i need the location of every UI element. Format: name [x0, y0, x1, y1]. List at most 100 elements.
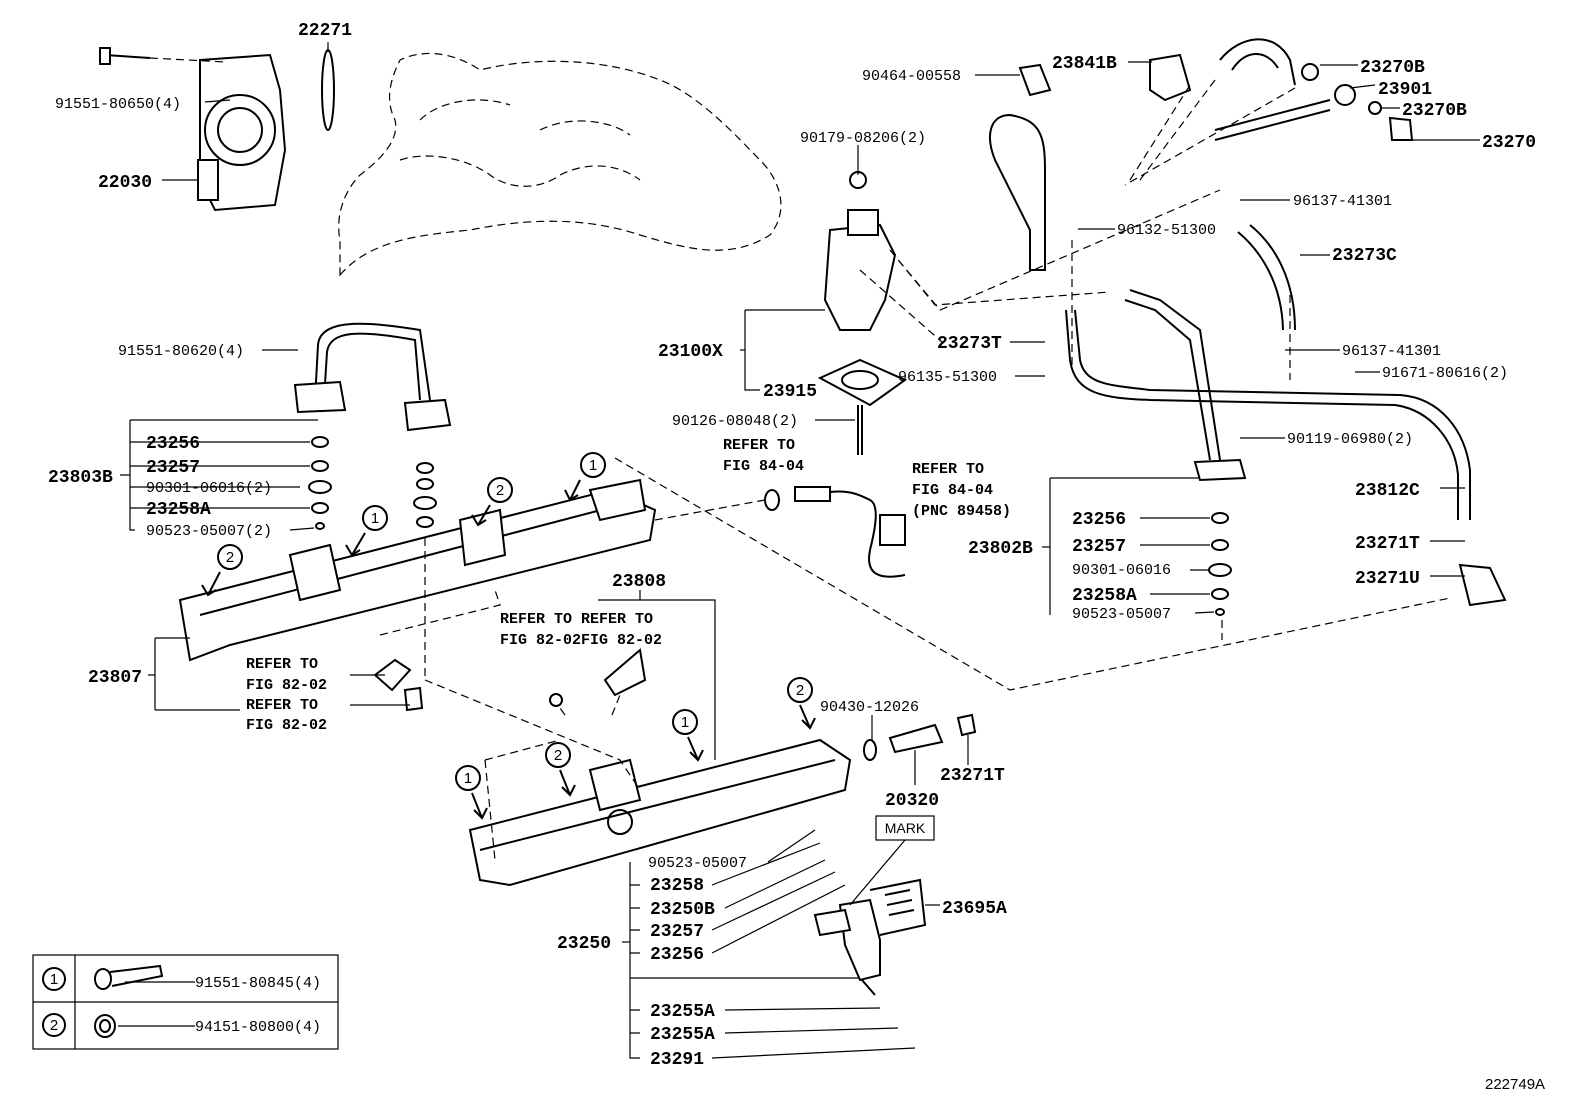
- label-23270b-bottom[interactable]: 23270B: [1402, 101, 1467, 121]
- label-23808[interactable]: 23808: [612, 572, 666, 592]
- label-23901[interactable]: 23901: [1378, 80, 1432, 100]
- ref-fig-84-04-a-line2[interactable]: FIG 84-04: [723, 458, 804, 475]
- ref-fig-82-02-top-line1[interactable]: REFER TO REFER TO: [500, 611, 653, 628]
- fuel-delivery-pipe-left[interactable]: [178, 478, 657, 662]
- label-23803b[interactable]: 23803B: [48, 468, 113, 488]
- ref-fig-84-04-b-line1[interactable]: REFER TO: [912, 461, 984, 478]
- svg-text:1: 1: [589, 457, 597, 474]
- ref-fig-84-04-b-line2[interactable]: FIG 84-04: [912, 482, 993, 499]
- fuel-hose-top[interactable]: [1219, 38, 1296, 86]
- label-90301-06016-left[interactable]: 90301-06016(2): [146, 480, 272, 497]
- label-90523-05007-right[interactable]: 90523-05007: [1072, 606, 1171, 623]
- label-23257-bottom[interactable]: 23257: [650, 922, 704, 942]
- legend-row-1-part[interactable]: 91551-80845(4): [195, 975, 321, 992]
- label-23250b[interactable]: 23250B: [650, 900, 715, 920]
- mark-label: MARK: [885, 820, 926, 836]
- ref-fig-84-04-b-line3[interactable]: (PNC 89458): [912, 503, 1011, 520]
- fuel-pipe-23812c[interactable]: [1065, 289, 1471, 520]
- fuel-sensor-fig-84-04[interactable]: [764, 486, 906, 578]
- label-96135-51300[interactable]: 96135-51300: [898, 369, 997, 386]
- label-91551-80620[interactable]: 91551-80620(4): [118, 343, 244, 360]
- leader-lines: [120, 61, 1480, 1059]
- label-23812c[interactable]: 23812C: [1355, 481, 1420, 501]
- label-23256-left[interactable]: 23256: [146, 434, 200, 454]
- ref-fig-82-02-c-line1[interactable]: REFER TO: [246, 656, 318, 673]
- label-90464-00558[interactable]: 90464-00558: [862, 68, 961, 85]
- label-90179-08206[interactable]: 90179-08206(2): [800, 130, 926, 147]
- crossover-fuel-pipe[interactable]: [293, 322, 452, 432]
- label-23807[interactable]: 23807: [88, 668, 142, 688]
- label-23258[interactable]: 23258: [650, 876, 704, 896]
- legend-row-2: 2 94151-80800(4): [42, 1013, 321, 1038]
- label-90301-06016-right[interactable]: 90301-06016: [1072, 562, 1171, 579]
- ref-fig-82-02-d-line2[interactable]: FIG 82-02: [246, 717, 327, 734]
- ref-fig-82-02-d-line1[interactable]: REFER TO: [246, 697, 318, 714]
- legend-row-2-part[interactable]: 94151-80800(4): [195, 1019, 321, 1036]
- legend-row-1-number: 1: [50, 971, 58, 988]
- label-23291[interactable]: 23291: [650, 1050, 704, 1070]
- label-96132-51300[interactable]: 96132-51300: [1117, 222, 1216, 239]
- ref-fig-84-04-a-line1[interactable]: REFER TO: [723, 437, 795, 454]
- ref-fig-82-02-top-line2[interactable]: FIG 82-02FIG 82-02: [500, 632, 662, 649]
- label-23273t[interactable]: 23273T: [937, 334, 1002, 354]
- label-23250[interactable]: 23250: [557, 934, 611, 954]
- fuel-injector[interactable]: [813, 898, 881, 996]
- union-bolt-23270[interactable]: [1214, 63, 1414, 141]
- part-labels: 91551-80650(4) 22271 22030 90464-00558 2…: [48, 21, 1536, 1070]
- label-23258a-left[interactable]: 23258A: [146, 500, 211, 520]
- gasket-22271[interactable]: [321, 42, 335, 131]
- label-23841b[interactable]: 23841B: [1052, 54, 1117, 74]
- ref-fig-82-02-c-line2[interactable]: FIG 82-02: [246, 677, 327, 694]
- pressure-regulator[interactable]: [817, 171, 908, 455]
- label-23257-right[interactable]: 23257: [1072, 537, 1126, 557]
- bracket-refer-82-02[interactable]: [373, 658, 424, 712]
- label-23271t-center[interactable]: 23271T: [940, 766, 1005, 786]
- label-23255a-top[interactable]: 23255A: [650, 1002, 715, 1022]
- hose-23273c[interactable]: [1237, 224, 1296, 331]
- injector-harness-23695a[interactable]: [869, 878, 927, 936]
- svg-text:1: 1: [464, 770, 472, 787]
- fuel-delivery-pipe-right[interactable]: [468, 738, 852, 887]
- label-91551-80650[interactable]: 91551-80650(4): [55, 96, 181, 113]
- mark-box: MARK: [875, 815, 935, 841]
- bolt-91551-80650[interactable]: [99, 47, 151, 65]
- label-23273c[interactable]: 23273C: [1332, 246, 1397, 266]
- label-91671-80616[interactable]: 91671-80616(2): [1382, 365, 1508, 382]
- flange-nut-icon: [94, 1014, 116, 1038]
- hose-clip-90464[interactable]: [1018, 63, 1052, 97]
- fuel-pressure-sensor-20320[interactable]: [863, 713, 977, 761]
- callouts: 1 2 1 2 2 1 2: [201, 452, 816, 820]
- fuel-connector-23271u[interactable]: [1458, 563, 1507, 607]
- label-23256-right[interactable]: 23256: [1072, 510, 1126, 530]
- label-90523-05007-bottom[interactable]: 90523-05007: [648, 855, 747, 872]
- label-96137-41301-bottom[interactable]: 96137-41301: [1342, 343, 1441, 360]
- label-90523-05007-left[interactable]: 90523-05007(2): [146, 523, 272, 540]
- label-22271[interactable]: 22271: [298, 21, 352, 41]
- svg-text:2: 2: [226, 549, 234, 566]
- label-23270b-top[interactable]: 23270B: [1360, 58, 1425, 78]
- label-23802b[interactable]: 23802B: [968, 539, 1033, 559]
- throttle-body[interactable]: [197, 53, 287, 212]
- label-23271t-right[interactable]: 23271T: [1355, 534, 1420, 554]
- label-90119-06980[interactable]: 90119-06980(2): [1287, 431, 1413, 448]
- callout-1: 1: [455, 765, 488, 820]
- label-23256-bottom[interactable]: 23256: [650, 945, 704, 965]
- label-23100x[interactable]: 23100X: [658, 342, 723, 362]
- label-90430-12026[interactable]: 90430-12026: [820, 699, 919, 716]
- label-23257-left[interactable]: 23257: [146, 458, 200, 478]
- label-23271u[interactable]: 23271U: [1355, 569, 1420, 589]
- label-20320[interactable]: 20320: [885, 791, 939, 811]
- label-23270[interactable]: 23270: [1482, 133, 1536, 153]
- bracket-23808[interactable]: [549, 648, 647, 707]
- label-23255a-bottom[interactable]: 23255A: [650, 1025, 715, 1045]
- clip-23841b[interactable]: [1149, 53, 1192, 102]
- vacuum-hose-23273t[interactable]: [989, 113, 1046, 271]
- label-23695a[interactable]: 23695A: [942, 899, 1007, 919]
- svg-text:1: 1: [371, 510, 379, 527]
- label-22030[interactable]: 22030: [98, 173, 152, 193]
- label-90126-08048[interactable]: 90126-08048(2): [672, 413, 798, 430]
- label-23258a-right[interactable]: 23258A: [1072, 586, 1137, 606]
- label-23915[interactable]: 23915: [763, 382, 817, 402]
- label-96137-41301-top[interactable]: 96137-41301: [1293, 193, 1392, 210]
- callout-2: 2: [201, 544, 243, 597]
